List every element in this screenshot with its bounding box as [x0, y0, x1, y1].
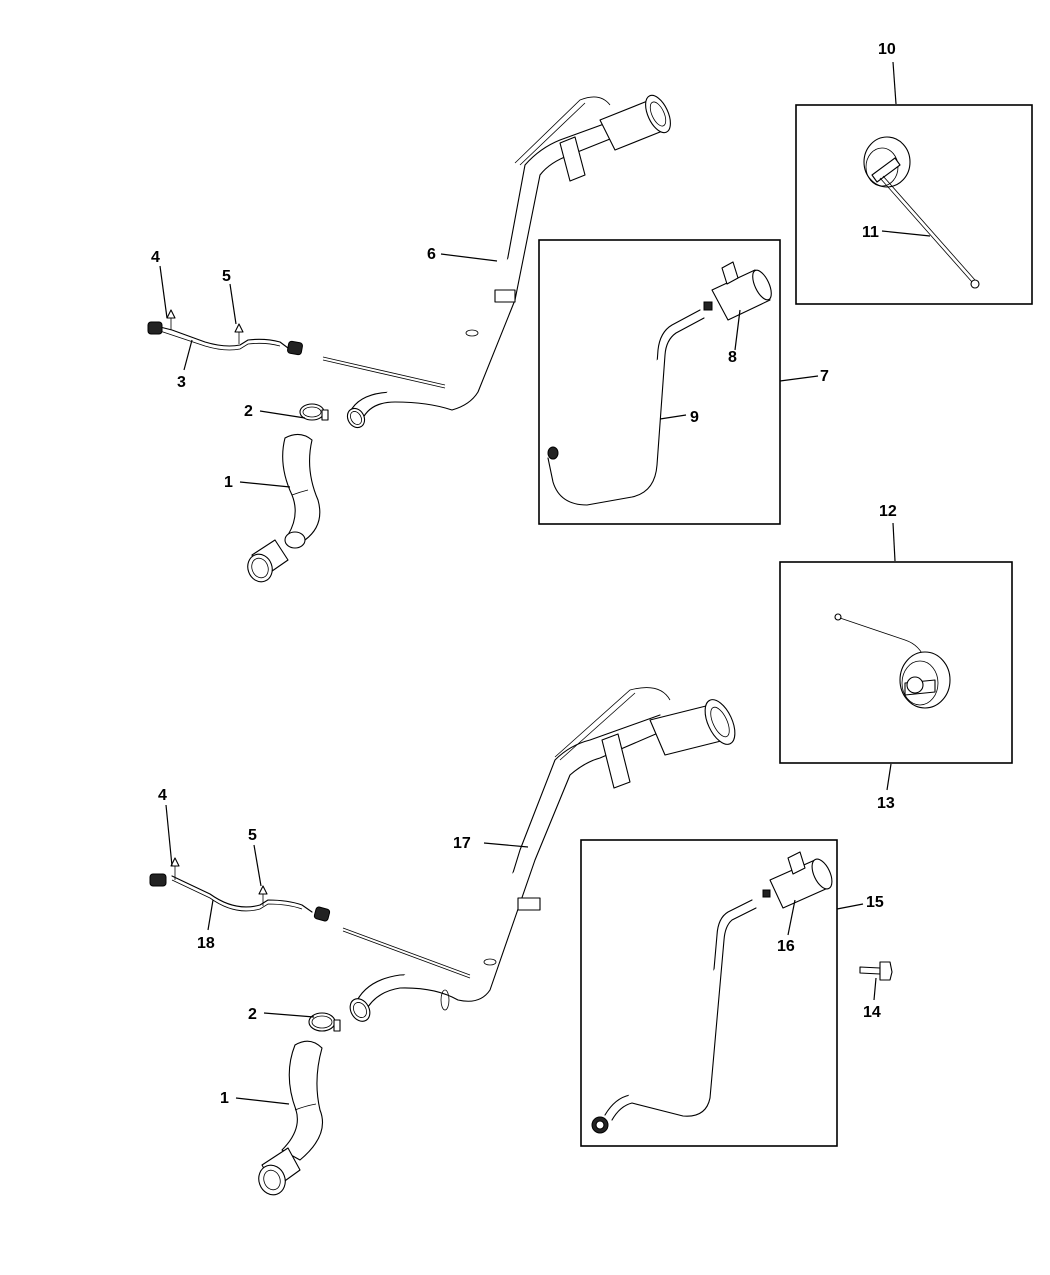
leader-lines — [159, 61, 931, 1105]
vent-tube-16[interactable] — [591, 899, 757, 1134]
callout-10: 10 — [878, 41, 896, 58]
clamp-lower[interactable] — [308, 1012, 341, 1032]
callout-6: 6 — [427, 246, 436, 263]
housing-16[interactable] — [762, 851, 836, 909]
callout-4-bottom: 4 — [158, 787, 167, 804]
assembly-box-10 — [795, 104, 1033, 305]
callout-8: 8 — [728, 349, 737, 366]
assembly-box-7 — [538, 239, 781, 525]
hose-lower[interactable] — [255, 1040, 324, 1198]
harness-upper[interactable] — [147, 309, 303, 356]
callout-1-top: 1 — [224, 474, 233, 491]
callout-5-bottom: 5 — [248, 827, 257, 844]
callout-11: 11 — [862, 224, 879, 241]
vent-tube-9[interactable] — [547, 309, 705, 506]
housing-8[interactable] — [703, 261, 775, 321]
bolt-14[interactable] — [859, 961, 893, 981]
callout-9: 9 — [690, 409, 699, 426]
callout-1-bottom: 1 — [220, 1090, 229, 1107]
callout-18: 18 — [197, 935, 215, 952]
callout-13: 13 — [877, 795, 895, 812]
callout-2-bottom: 2 — [248, 1006, 257, 1023]
filler-tube-lower[interactable] — [342, 687, 741, 1025]
assembly-box-12 — [779, 561, 1013, 764]
fuel-cap-13[interactable] — [834, 613, 951, 709]
hose-upper[interactable] — [244, 433, 321, 585]
callout-14: 14 — [863, 1004, 881, 1021]
callout-4-top: 4 — [151, 249, 160, 266]
callout-3: 3 — [177, 374, 186, 391]
harness-lower[interactable] — [149, 857, 331, 922]
callout-15: 15 — [866, 894, 884, 911]
filler-tube-upper[interactable] — [322, 92, 676, 431]
clamp-upper[interactable] — [299, 403, 329, 421]
callout-7: 7 — [820, 368, 829, 385]
callout-12: 12 — [879, 503, 897, 520]
callout-17: 17 — [453, 835, 471, 852]
callout-16: 16 — [777, 938, 795, 955]
fuel-cap-10[interactable] — [863, 136, 980, 289]
assembly-box-15 — [580, 839, 838, 1147]
callout-2-top: 2 — [244, 403, 253, 420]
callout-5-top: 5 — [222, 268, 231, 285]
